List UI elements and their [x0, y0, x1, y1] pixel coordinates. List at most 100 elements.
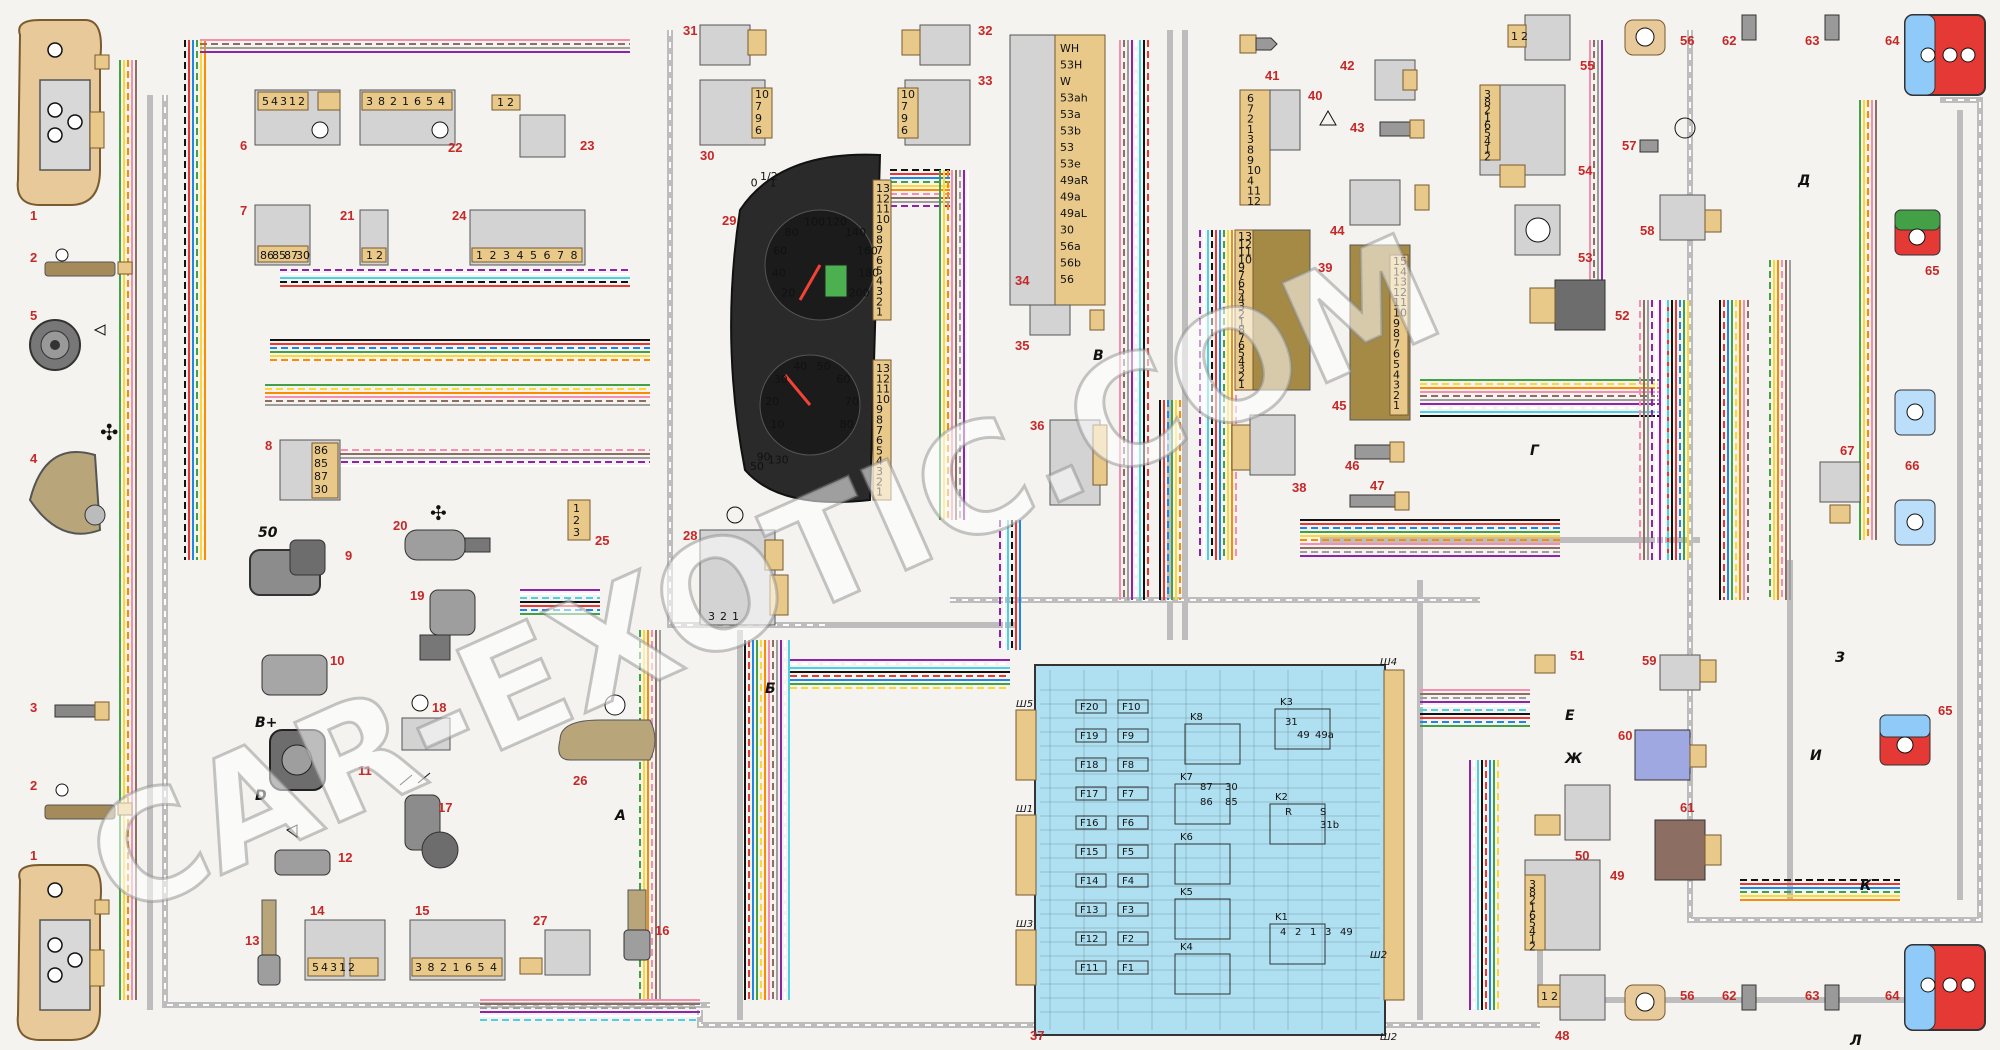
pin-label: 10: [1393, 307, 1407, 320]
label-34: 34: [1015, 273, 1030, 288]
pin-label: 8: [378, 95, 385, 108]
fuse-box-connector-label: Ш2: [1380, 1032, 1397, 1043]
headlight-left-bottom: [16, 864, 110, 1041]
connector: [117, 802, 133, 816]
lamp-65-bottom: [1879, 714, 1931, 766]
pin-label: 4: [271, 95, 278, 108]
pin-label: 2: [390, 95, 397, 108]
relay-box: [1274, 708, 1331, 750]
component-36: [1049, 419, 1108, 506]
label-37: 37: [1030, 1028, 1044, 1043]
pin-label: 6: [1238, 339, 1245, 352]
label-29: 29: [722, 213, 736, 228]
bulb-icon: [1920, 977, 1936, 993]
relay-box: [1269, 803, 1326, 845]
label-65-bottom: 65: [1938, 703, 1952, 718]
pin-label: 8: [1247, 144, 1254, 157]
component-67: [1819, 461, 1861, 524]
label-39: 39: [1318, 260, 1332, 275]
component-58: [1659, 194, 1722, 241]
label-1-top: 1: [30, 208, 37, 223]
label-27: 27: [533, 913, 547, 928]
label-21: 21: [340, 208, 354, 223]
fuse: [1117, 699, 1149, 714]
fuse-label: F1: [1122, 963, 1134, 974]
fuse: [1075, 844, 1107, 859]
switch-15: [409, 919, 506, 981]
label-60: 60: [1618, 728, 1632, 743]
relay-pin-label: 1: [1310, 927, 1316, 938]
component-24: [469, 209, 586, 266]
label-46: 46: [1345, 458, 1359, 473]
relay-label: K2: [1275, 792, 1288, 803]
fuse: [1075, 786, 1107, 801]
side-repeater-bottom: [44, 783, 133, 820]
label-59: 59: [1642, 653, 1656, 668]
dial-tick-label: 160: [857, 245, 878, 258]
pin-label: 10: [755, 88, 769, 101]
pin-label: 1: [732, 610, 739, 623]
connector-letter-i: И: [1810, 748, 1822, 764]
bulb-icon: [47, 42, 63, 58]
label-17: 17: [438, 800, 452, 815]
tachometer-needle: [783, 374, 812, 406]
label-14: 14: [310, 903, 325, 918]
switch-34-terminal: 53b: [1060, 125, 1081, 138]
switch-34-terminal: 53e: [1060, 158, 1081, 171]
pin-label: 4: [1484, 135, 1491, 148]
connector-letter-l: Л: [1849, 1033, 1862, 1049]
relay-pin-label: R: [1285, 807, 1292, 818]
pin-label: 1: [339, 961, 346, 974]
alternator: B+ D: [255, 715, 326, 804]
relay-pin-label: 2: [1295, 927, 1301, 938]
pin-label: 6: [901, 124, 908, 137]
connector-letter-z: З: [1835, 650, 1845, 666]
connector-letter-a: А: [614, 808, 626, 824]
relay-label: K8: [1190, 712, 1203, 723]
connector-letter-e: Е: [1565, 708, 1575, 724]
label-53: 53: [1578, 250, 1592, 265]
label-5: 5: [30, 308, 37, 323]
pin-label: 11: [876, 383, 890, 396]
pin-label: 1: [1484, 143, 1491, 156]
fuse: [1075, 960, 1107, 975]
pin-label: 11: [1247, 185, 1261, 198]
label-56-top: 56: [1680, 33, 1694, 48]
label-25: 25: [595, 533, 609, 548]
component-31: [699, 24, 767, 66]
component-60: [1634, 729, 1707, 781]
pin-label: 9: [1393, 317, 1400, 330]
pin-label: 3: [1238, 300, 1245, 313]
label-3: 3: [30, 700, 37, 715]
bulb-icon: [1920, 47, 1936, 63]
component-25: [567, 499, 591, 541]
label-38: 38: [1292, 480, 1306, 495]
dial-tick-label: 180: [858, 267, 879, 280]
connector-sh3: [1015, 929, 1037, 986]
component-44: [1349, 179, 1430, 226]
pin-label: 9: [876, 403, 883, 416]
pin-label: 10: [876, 213, 890, 226]
fuse: [1117, 757, 1149, 772]
label-11: 11: [358, 763, 372, 778]
instrument-cluster: [730, 153, 892, 503]
component-47: [1349, 491, 1410, 511]
fuse-label: F3: [1122, 905, 1134, 916]
dial-tick-label: 100: [804, 215, 825, 228]
switch-14: [304, 919, 386, 981]
relay-box: [1174, 783, 1231, 825]
pin-label: 11: [1238, 246, 1252, 259]
pin-label: 30: [314, 483, 328, 496]
label-2-top: 2: [30, 250, 37, 265]
pin-label: 1: [289, 95, 296, 108]
steering-column-switch: [1009, 34, 1106, 306]
pin-label: 3: [1238, 363, 1245, 376]
pin-label: 7: [557, 249, 564, 262]
fuse: [1117, 960, 1149, 975]
fuse-box-connector-label: Ш4: [1380, 657, 1397, 668]
relay-label: K5: [1180, 887, 1193, 898]
brake-fluid-reservoir: [558, 694, 656, 761]
pin-label: 5: [876, 444, 883, 457]
